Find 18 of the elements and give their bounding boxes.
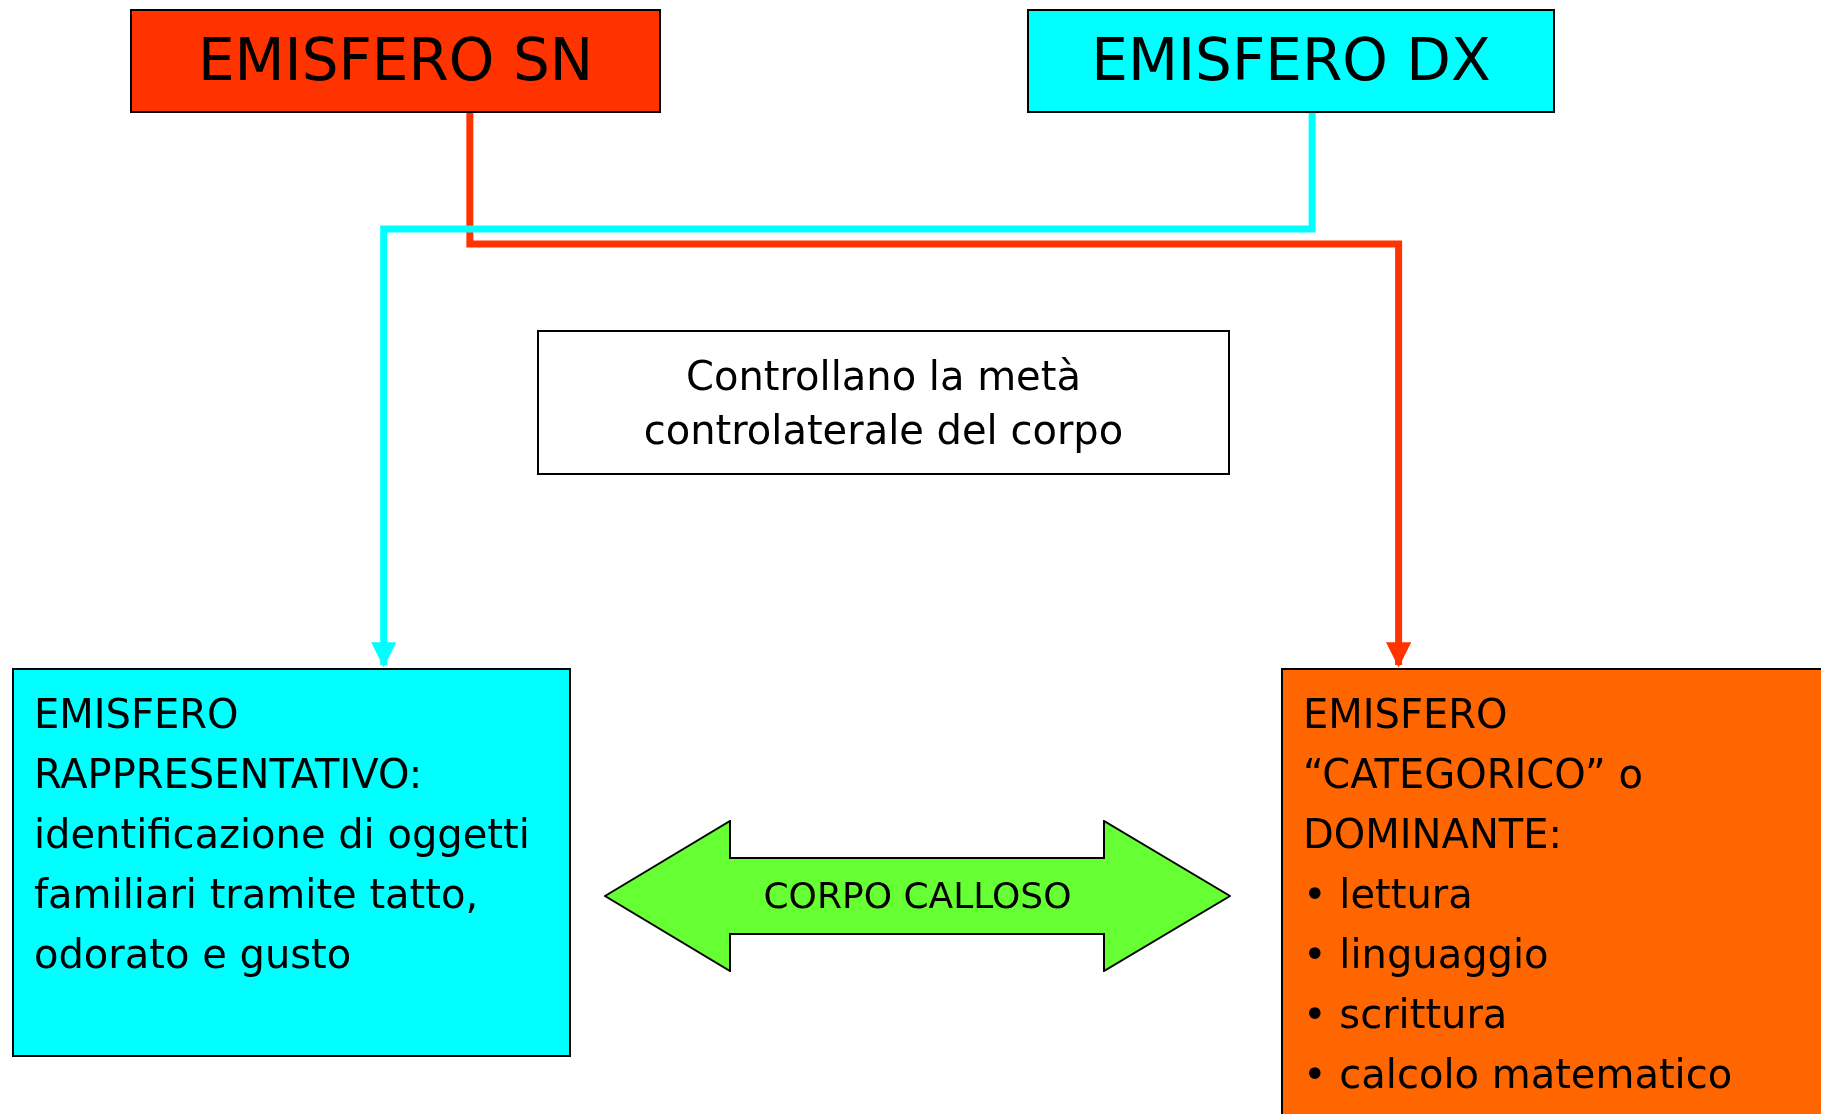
- box-text: EMISFERO “CATEGORICO” o DOMINANTE:: [1303, 690, 1644, 859]
- box-text: Controllano la metà controlaterale del corpo: [642, 351, 1125, 455]
- connector-arrow: [466, 113, 1412, 668]
- box-text: EMISFERO DX: [1090, 29, 1492, 93]
- bullet-item: • scrittura: [1303, 990, 1509, 1039]
- box-text: CORPO CALLOSO: [762, 874, 1073, 918]
- box-text: EMISFERO RAPPRESENTATIVO: identificazione di oggetti familiari tramite tatto, odorato e gusto: [34, 690, 531, 979]
- title-box: [1027, 9, 1555, 113]
- double-arrow-shape: [604, 820, 1231, 972]
- description-box: [1281, 668, 1821, 1114]
- box-text: EMISFERO SN: [196, 29, 595, 93]
- bullet-item: • linguaggio: [1303, 930, 1550, 979]
- bullet-item: • calcolo matematico: [1303, 1050, 1734, 1099]
- bullet-item: • lettura: [1303, 870, 1474, 919]
- connector-arrow: [371, 113, 1316, 668]
- note-box: [537, 330, 1230, 475]
- title-box: [130, 9, 661, 113]
- description-box: [12, 668, 571, 1057]
